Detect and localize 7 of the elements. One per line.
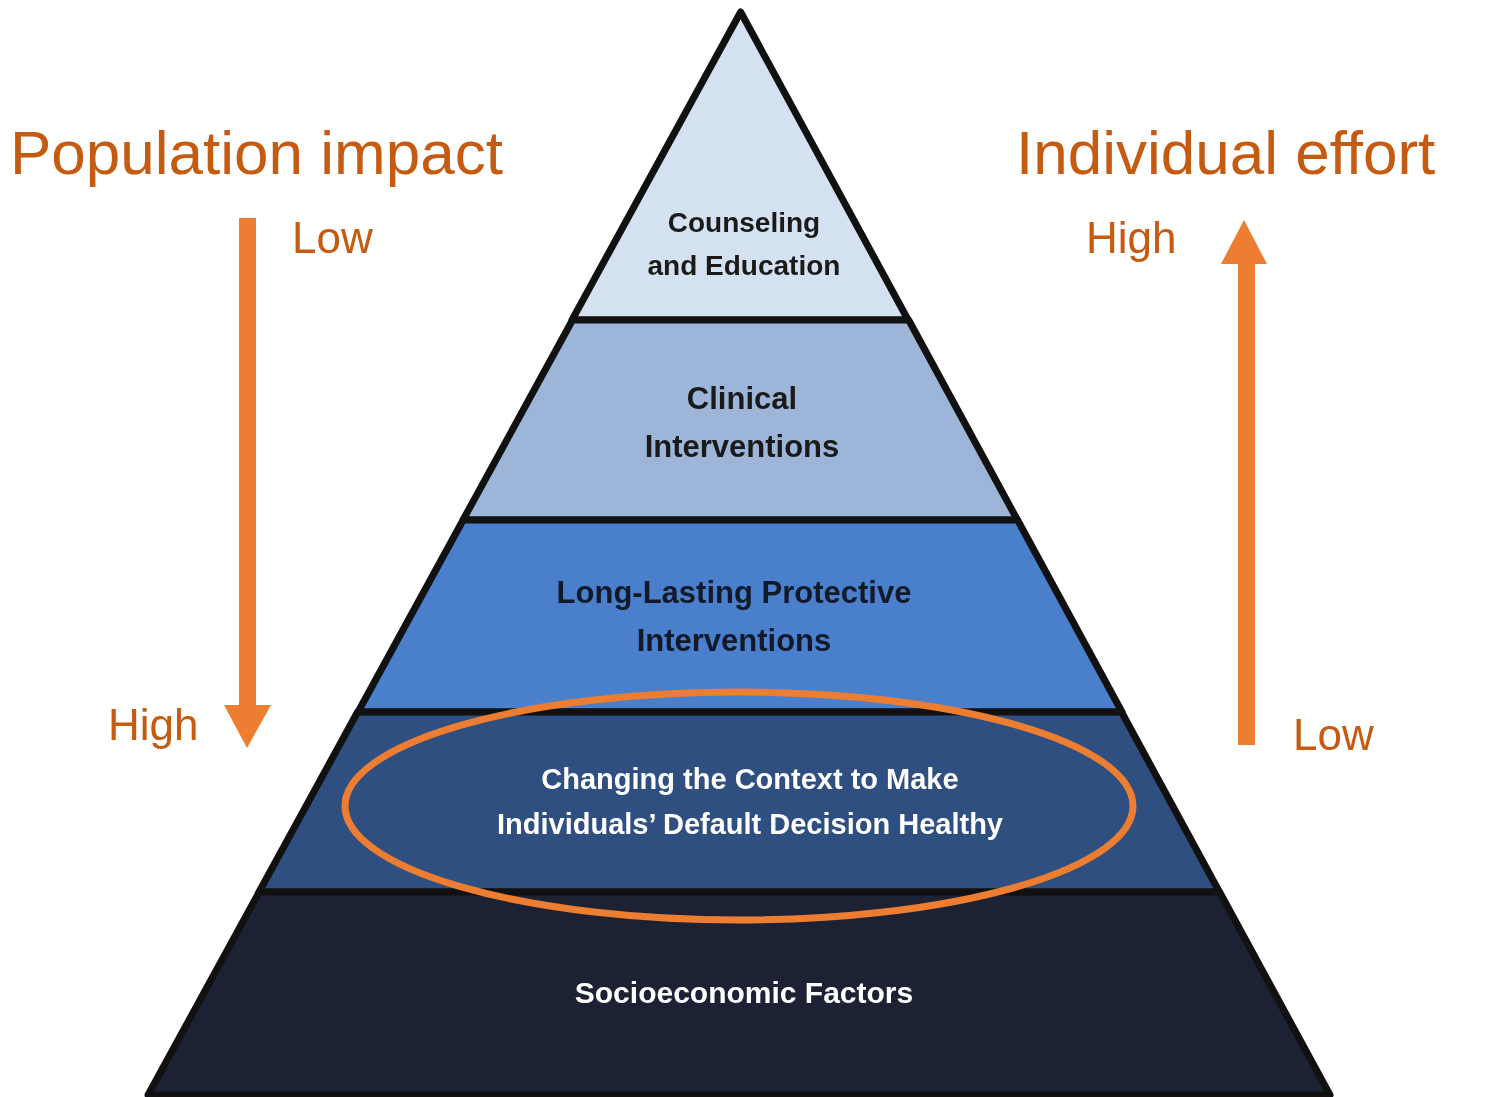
scale-label: High — [1086, 216, 1177, 260]
axis-title: Individual effort — [1016, 122, 1436, 184]
tier-label: Changing the Context to Make Individuals’ Default Decision Healthy — [495, 762, 1004, 842]
tier-label: Clinical Interventions — [643, 379, 841, 466]
scale-label: Low — [1293, 713, 1374, 757]
scale-label: High — [108, 703, 199, 747]
scale-label: Low — [292, 216, 373, 260]
